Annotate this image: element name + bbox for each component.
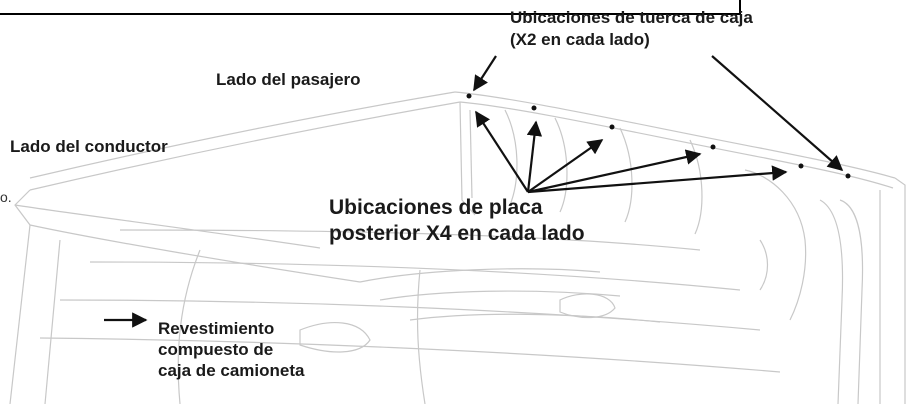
mounting-hole-dot — [710, 144, 716, 150]
driver-side-label: Lado del conductor — [10, 137, 168, 156]
arrow-icon — [475, 110, 529, 193]
frame-border — [0, 0, 741, 15]
mounting-hole-dot — [845, 173, 851, 179]
mounting-hole-dot — [609, 124, 615, 130]
bed-liner-label-line1: Revestimiento — [158, 319, 275, 338]
passenger-side-label: Lado del pasajero — [216, 70, 361, 89]
arrow-icon — [527, 139, 604, 193]
stray-text-fragment: o. — [0, 189, 12, 205]
arrow-icon — [526, 120, 543, 193]
mounting-hole-dot — [531, 105, 537, 111]
bed-liner-label-line2: compuesto de — [158, 340, 274, 359]
callout-arrows — [104, 55, 844, 328]
mounting-hole-dot — [466, 93, 472, 99]
truck-bed-line-art — [9, 91, 906, 404]
mounting-hole-dot — [798, 163, 804, 169]
arrow-icon — [527, 165, 788, 194]
rear-plate-locations-label-line1: Ubicaciones de placa — [329, 196, 543, 219]
arrow-icon — [711, 55, 844, 172]
box-nut-locations-label-line1: Ubicaciones de tuerca de caja — [510, 8, 753, 27]
arrow-icon — [527, 149, 702, 194]
rear-plate-locations-label-line2: posterior X4 en cada lado — [329, 222, 585, 245]
box-nut-dots — [466, 93, 851, 179]
box-nut-locations-label-line2: (X2 en cada lado) — [510, 30, 650, 49]
rear-plate-dots — [531, 105, 804, 169]
bed-liner-label-line3: caja de camioneta — [158, 361, 305, 380]
arrow-icon — [473, 55, 497, 92]
